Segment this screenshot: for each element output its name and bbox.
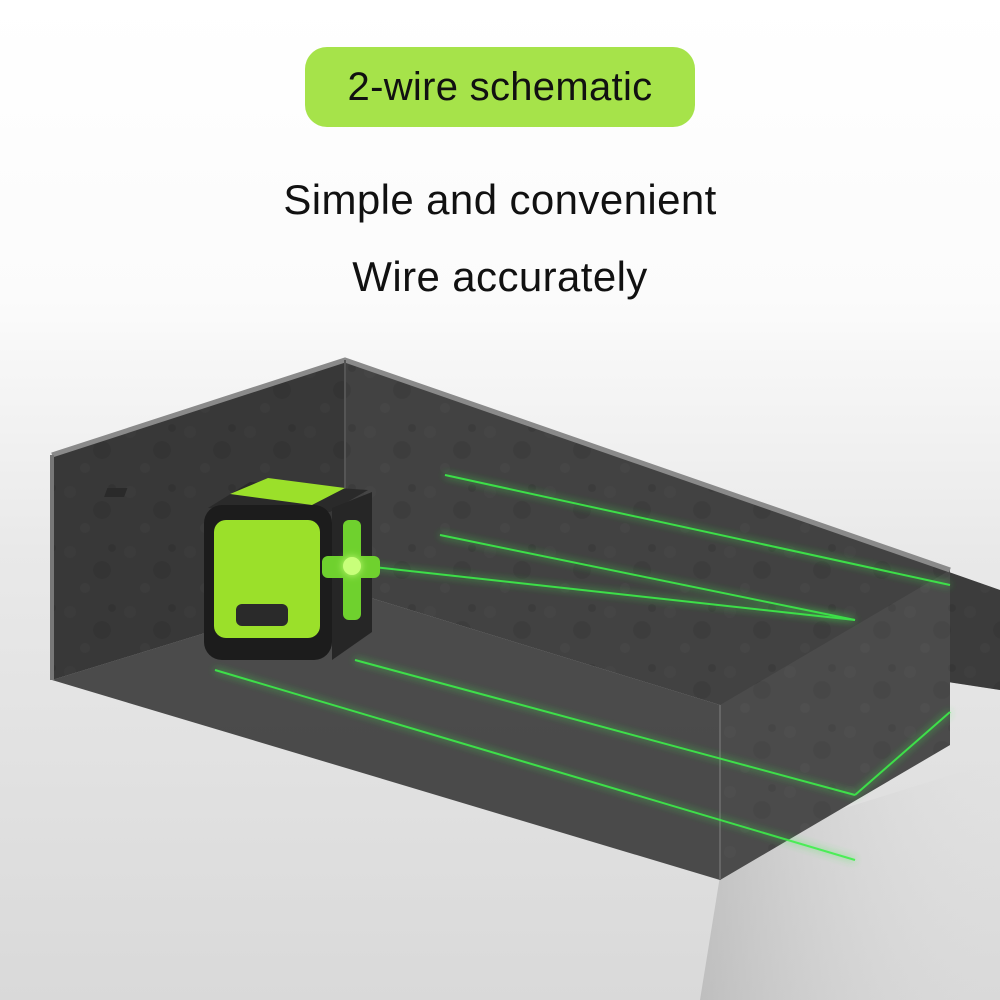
floor-shadow (700, 760, 1000, 1000)
headline-line-2: Wire accurately (352, 253, 648, 300)
horizontal-laser-line (214, 474, 951, 861)
right-wall (720, 570, 950, 880)
headline-line-1: Simple and convenient (283, 176, 717, 223)
main-wall (345, 360, 950, 705)
title-badge: 2-wire schematic (305, 47, 695, 127)
floor (52, 590, 720, 880)
laser-level-icon (104, 478, 380, 660)
badge-label: 2-wire schematic (347, 64, 653, 109)
